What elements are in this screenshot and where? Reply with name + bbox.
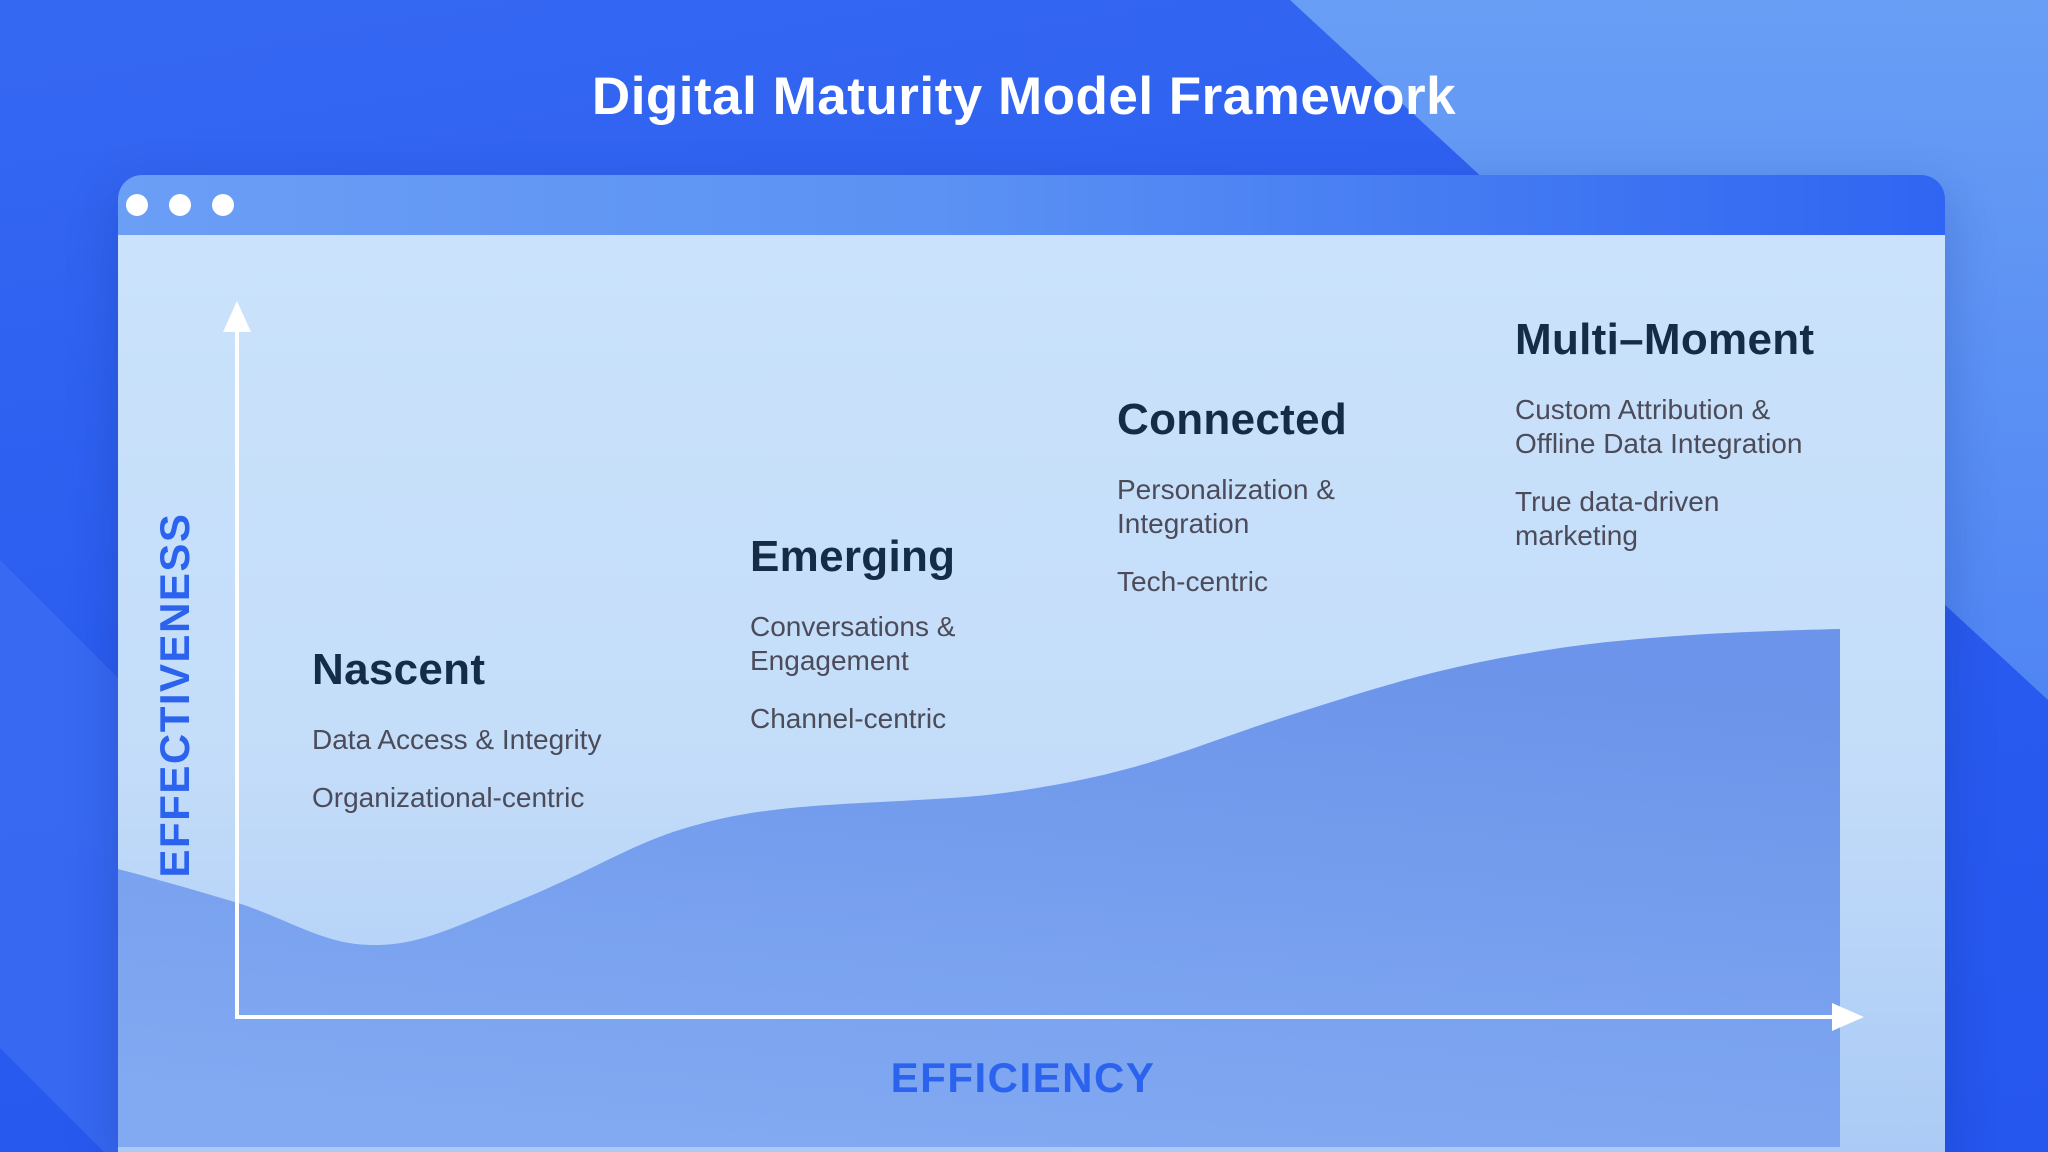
- stage-connected-title: Connected: [1117, 395, 1348, 444]
- x-axis-label: EFFICIENCY: [890, 1054, 1156, 1101]
- stage-emerging-point-1: Conversations & Engagement: [750, 611, 956, 676]
- page-title: Digital Maturity Model Framework: [591, 67, 1457, 126]
- stage-connected: Connected Personalization & Integration …: [1117, 395, 1362, 599]
- window-control-dot-icon[interactable]: [169, 194, 191, 216]
- stage-emerging: Emerging Conversations & Engagement Chan…: [750, 532, 970, 736]
- stage-nascent-point-1: Data Access & Integrity: [312, 724, 602, 755]
- browser-window: EFFECTIVENESS EFFICIENCY Nascent Data Ac…: [118, 175, 1945, 1152]
- stage-nascent-title: Nascent: [312, 645, 486, 694]
- stage-multi-moment-title: Multi–Moment: [1515, 315, 1815, 364]
- chart-area: EFFECTIVENESS EFFICIENCY Nascent Data Ac…: [118, 235, 1945, 1152]
- stage-connected-point-1: Personalization & Integration: [1117, 474, 1335, 539]
- window-titlebar: [118, 175, 1945, 235]
- window-control-dot-icon[interactable]: [212, 194, 234, 216]
- stage-multi-moment: Multi–Moment Custom Attribution & Offlin…: [1515, 315, 1845, 553]
- x-axis-arrow-icon: [1832, 1003, 1864, 1031]
- stage-emerging-title: Emerging: [750, 532, 956, 581]
- stage-multi-moment-point-2: True data-driven marketing: [1515, 486, 1720, 551]
- stage-connected-point-2: Tech-centric: [1117, 566, 1268, 597]
- stage-nascent: Nascent Data Access & Integrity Organiza…: [312, 645, 652, 815]
- stage-emerging-point-2: Channel-centric: [750, 703, 947, 734]
- window-control-dot-icon[interactable]: [126, 194, 148, 216]
- maturity-curve-chart: [118, 301, 1864, 1147]
- stage-nascent-point-2: Organizational-centric: [312, 782, 585, 813]
- y-axis-arrow-icon: [223, 301, 251, 332]
- stage-multi-moment-point-1: Custom Attribution & Offline Data Integr…: [1515, 394, 1803, 459]
- y-axis-label: EFFECTIVENESS: [151, 512, 198, 878]
